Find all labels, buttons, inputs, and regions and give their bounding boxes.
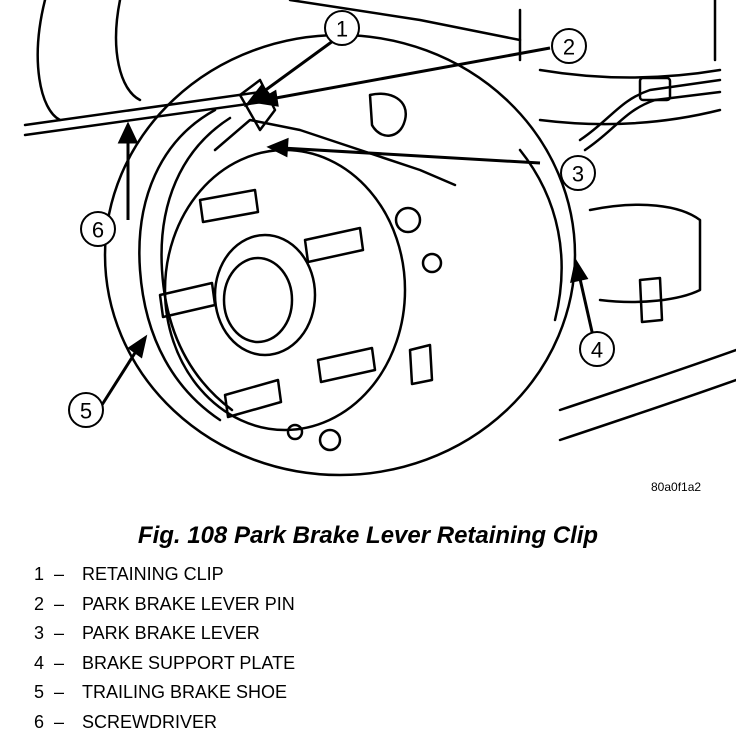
legend-item: 4–BRAKE SUPPORT PLATE: [34, 649, 295, 679]
callout-5: [68, 392, 104, 428]
legend-item-dash: –: [54, 711, 65, 732]
legend-item-dash: –: [54, 682, 65, 703]
callout-1-label: 1: [336, 17, 348, 42]
park-brake-lever: [213, 118, 457, 187]
legend-item-dash: –: [54, 652, 65, 673]
callout-5-label: 5: [80, 399, 92, 424]
legend-item-label: PARK BRAKE LEVER: [82, 623, 260, 644]
callout-3: [560, 155, 596, 191]
trailing-brake-shoe: [138, 108, 222, 422]
callout-6: [80, 211, 116, 247]
legend-item: 2–PARK BRAKE LEVER PIN: [34, 590, 295, 620]
legend-item: 5–TRAILING BRAKE SHOE: [34, 678, 295, 708]
legend-item: 1–RETAINING CLIP: [34, 560, 295, 590]
callout-4: [579, 331, 615, 367]
legend-item-label: RETAINING CLIP: [82, 564, 224, 584]
legend-item-label: PARK BRAKE LEVER PIN: [82, 593, 295, 614]
legend-item-number: 6: [34, 711, 45, 732]
legend-item-label: TRAILING BRAKE SHOE: [82, 682, 288, 703]
legend-item-number: 2: [34, 593, 45, 614]
legend-item: 6–SCREWDRIVER: [34, 708, 295, 738]
callout-4-label: 4: [591, 338, 603, 363]
brake-assembly-illustration: 1 2 3 4 5 6: [23, 0, 736, 477]
callout-3-label: 3: [572, 162, 584, 187]
legend-item: 3–PARK BRAKE LEVER: [34, 619, 295, 649]
wheel-studs: [158, 188, 377, 419]
legend-item-dash: –: [54, 623, 65, 644]
callout-2-label: 2: [563, 35, 575, 60]
legend-item-number: 1: [34, 564, 45, 584]
hub-flange: [163, 148, 407, 432]
legend-item-number: 5: [34, 682, 45, 703]
callout-2: [551, 28, 587, 64]
callout-6-label: 6: [92, 218, 104, 243]
legend-item-number: 4: [34, 652, 45, 673]
legend-item-label: BRAKE SUPPORT PLATE: [82, 652, 296, 673]
figure-caption: Fig. 108 Park Brake Lever Retaining Clip: [137, 522, 599, 549]
figure-code: 80a0f1a2: [651, 480, 702, 494]
legend-item-number: 3: [34, 623, 45, 644]
callout-1: [324, 10, 360, 46]
legend-item-dash: –: [54, 564, 65, 584]
legend: 1–RETAINING CLIP 2–PARK BRAKE LEVER PIN …: [34, 560, 295, 738]
axle-housing: [36, 0, 736, 442]
screwdriver: [23, 90, 264, 137]
legend-item-label: SCREWDRIVER: [82, 711, 218, 732]
legend-item-dash: –: [54, 593, 65, 614]
